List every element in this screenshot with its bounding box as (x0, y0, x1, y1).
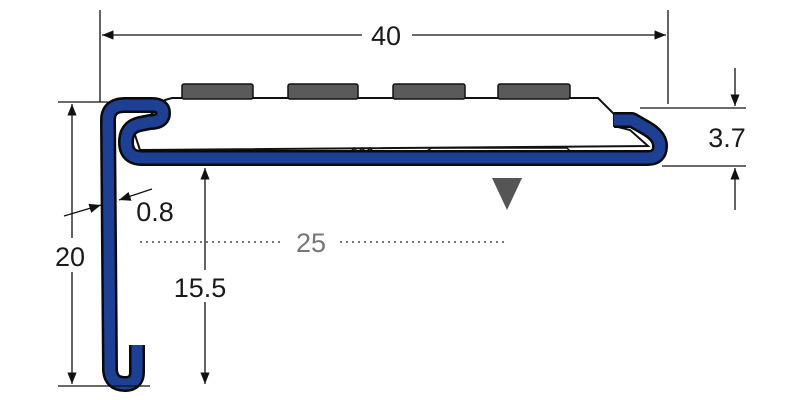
grip-insert (287, 83, 359, 100)
dimension-thickness-label: 0.8 (136, 197, 174, 227)
dimension-lip: 3.7 (640, 68, 746, 210)
dimension-tread-depth: 25 (140, 228, 505, 258)
dimension-height: 20 (55, 101, 150, 387)
grip-insert (392, 83, 466, 100)
dimension-lip-label: 3.7 (708, 123, 746, 153)
dimension-inner-height: 15.5 (174, 168, 227, 384)
dimension-tread-depth-label: 25 (296, 228, 326, 258)
position-marker-triangle-icon (492, 178, 522, 210)
profile-body (132, 97, 651, 152)
dimension-width-label: 40 (371, 21, 401, 51)
dimension-inner-height-label: 15.5 (174, 273, 227, 303)
dimension-width: 40 (99, 10, 669, 104)
aluminium-profile (100, 97, 668, 392)
grip-inserts (181, 83, 571, 100)
dimension-height-label: 20 (55, 242, 85, 272)
grip-insert (497, 83, 571, 100)
dimension-thickness: 0.8 (63, 188, 174, 227)
grip-insert (181, 83, 254, 100)
